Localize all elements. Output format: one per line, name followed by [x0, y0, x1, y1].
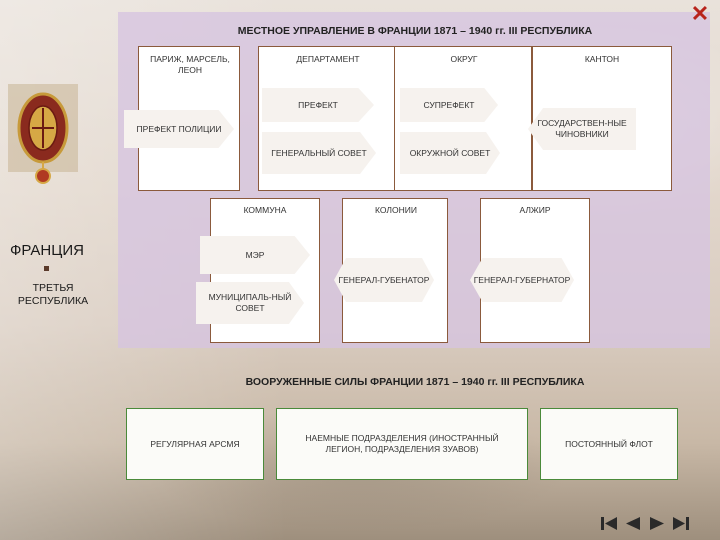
paris-label: ПАРИЖ, МАРСЕЛЬ, ЛЕОН — [150, 54, 230, 75]
top-title: МЕСТНОЕ УПРАВЛЕНИЕ В ФРАНЦИИ 1871 – 1940… — [237, 25, 593, 37]
mercenary-units-box: НАЕМНЫЕ ПОДРАЗДЕЛЕНИЯ (ИНОСТРАННЫЙ ЛЕГИО… — [276, 408, 528, 480]
department-label: ДЕПАРТАМЕНТ — [296, 54, 360, 64]
side-subtitle: ТРЕТЬЯ РЕСПУБЛИКА — [17, 282, 89, 307]
alzhir-label: АЛЖИР — [519, 205, 551, 215]
permanent-fleet-box: ПОСТОЯННЫЙ ФЛОТ — [540, 408, 678, 480]
state-officials-arrow: ГОСУДАРСТВЕН-НЫЕ ЧИНОВНИКИ — [528, 108, 636, 150]
bottom-title: ВООРУЖЕННЫЕ СИЛЫ ФРАНЦИИ 1871 – 1940 гг.… — [245, 376, 585, 388]
first-slide-icon[interactable] — [600, 516, 618, 531]
previous-slide-icon[interactable] — [624, 516, 642, 531]
prefekt-arrow: ПРЕФЕКТ — [262, 88, 374, 122]
side-title: ФРАНЦИЯ — [10, 242, 84, 259]
kommuna-label: КОММУНА — [243, 205, 287, 215]
coat-of-arms-emblem — [8, 84, 78, 184]
okrug-label: ОКРУГ — [450, 54, 478, 64]
mayor-arrow: МЭР — [200, 236, 310, 274]
kolonii-label: КОЛОНИИ — [375, 205, 417, 215]
close-icon[interactable]: ✕ — [690, 1, 710, 26]
municipal-council-arrow: МУНИЦИПАЛЬ-НЫЙ СОВЕТ — [196, 282, 304, 324]
last-slide-icon[interactable] — [672, 516, 690, 531]
next-slide-icon[interactable] — [648, 516, 666, 531]
governor-general-colonies-arrow: ГЕНЕРАЛ-ГУБЕНАТОР — [334, 258, 434, 302]
bullet-marker — [44, 266, 49, 271]
suprefekt-arrow: СУПРЕФЕКТ — [400, 88, 498, 122]
general-council-arrow: ГЕНЕРАЛЬНЫЙ СОВЕТ — [262, 132, 376, 174]
kanton-label: КАНТОН — [584, 54, 620, 64]
regular-army-box: РЕГУЛЯРНАЯ АРСМЯ — [126, 408, 264, 480]
district-council-arrow: ОКРУЖНОЙ СОВЕТ — [400, 132, 500, 174]
governor-general-algeria-arrow: ГЕНЕРАЛ-ГУБЕРНАТОР — [470, 258, 574, 302]
police-prefekt-arrow: ПРЕФЕКТ ПОЛИЦИИ — [124, 110, 234, 148]
